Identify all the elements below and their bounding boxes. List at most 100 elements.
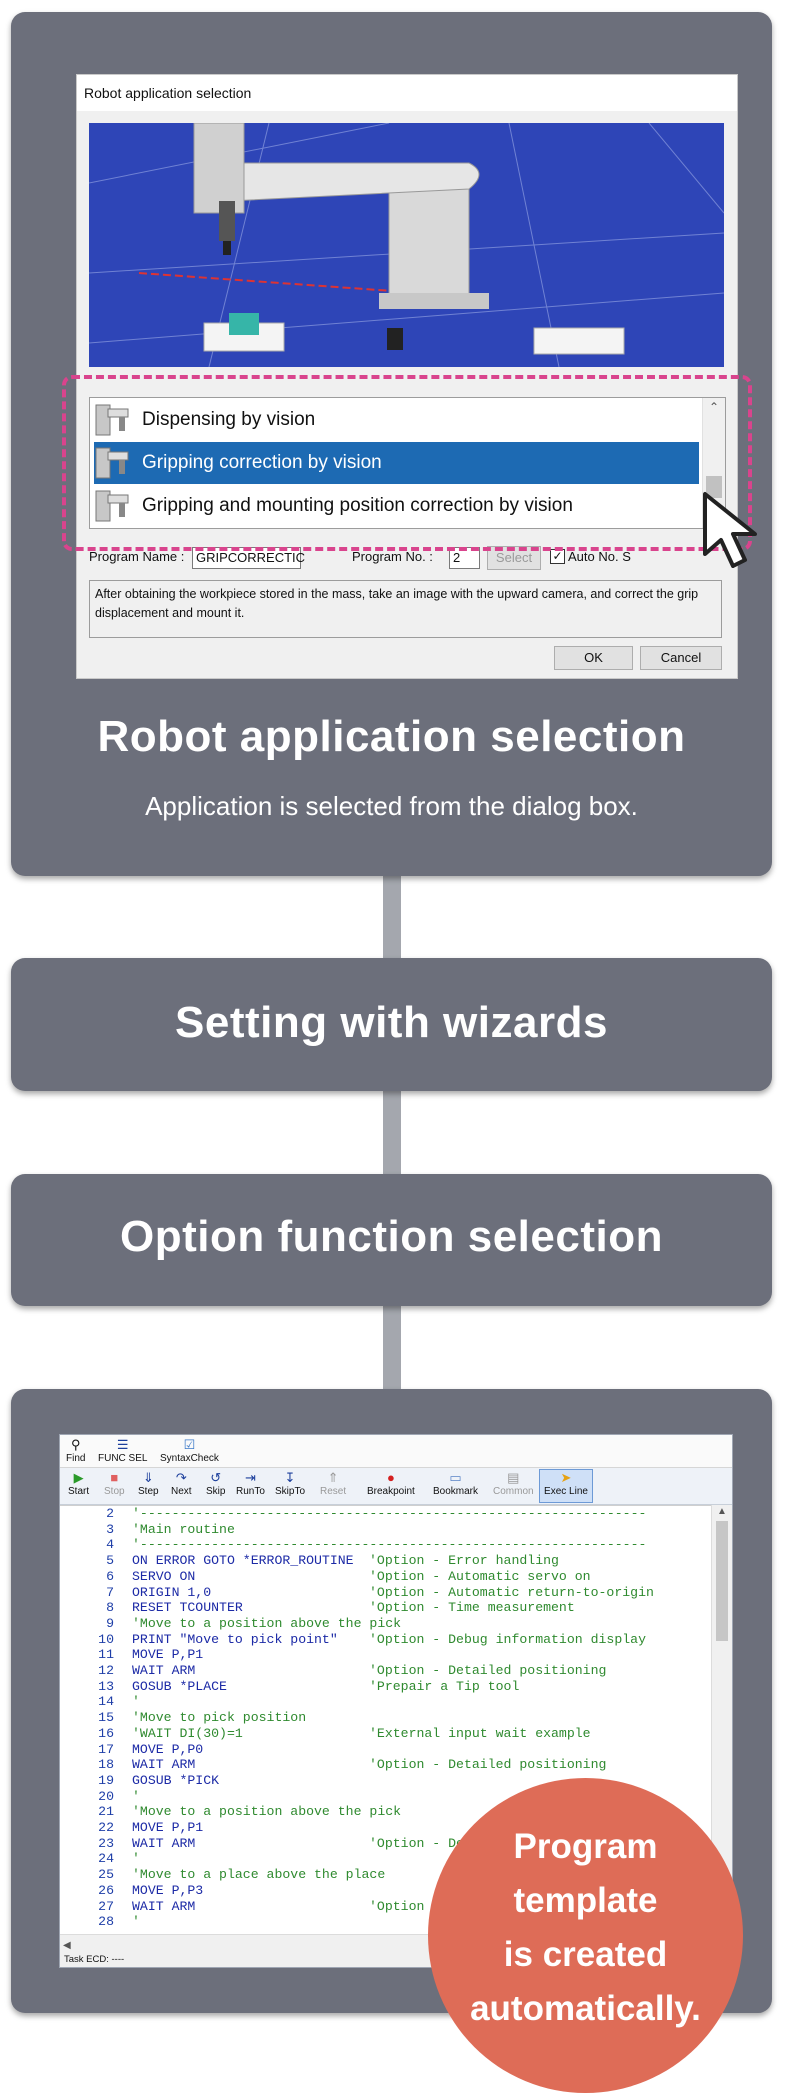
code-line: MOVE P,P1 (132, 1647, 204, 1663)
chevron-up-icon[interactable]: ⌃ (708, 400, 720, 414)
stop-icon: ■ (110, 1470, 119, 1485)
auto-no-label: Auto No. S (568, 549, 631, 564)
line-number: 22 (98, 1820, 114, 1835)
reset-icon: ⇑ (327, 1470, 339, 1485)
code-line: RESET TCOUNTER (132, 1600, 243, 1616)
line-number: 4 (106, 1537, 114, 1553)
breakpoint-icon: ● (386, 1470, 395, 1485)
code-line: MOVE P,P0 (132, 1741, 204, 1757)
line-number: 8 (106, 1600, 114, 1616)
code-line: ' (132, 1694, 140, 1710)
program-name-label: Program Name : (89, 549, 185, 564)
syntax-check-button[interactable]: ☑ SyntaxCheck (160, 1437, 219, 1464)
robot-icon (94, 487, 132, 525)
chevron-up-icon[interactable]: ▲ (717, 1506, 727, 1517)
cancel-button[interactable]: Cancel (640, 646, 722, 670)
code-line: '---------------------------------------… (132, 1537, 647, 1553)
editor-top-toolbar: ⚲ Find ☰ FUNC SEL ☑ SyntaxCheck (60, 1435, 732, 1468)
editor-vertical-scrollbar[interactable]: ▲ (711, 1505, 732, 1933)
line-number: 14 (98, 1694, 114, 1710)
document-icon: ▤ (507, 1470, 520, 1485)
code-comment: 'Option - Detailed positioning (369, 1663, 607, 1678)
stop-button[interactable]: ■Stop (104, 1470, 125, 1497)
program-editor-window: ⚲ Find ☰ FUNC SEL ☑ SyntaxCheck ▶Start ■… (59, 1434, 733, 1968)
arrow-right-icon: ➤ (560, 1470, 572, 1485)
step-button[interactable]: ⇓Step (138, 1470, 159, 1497)
code-line: SERVO ON (132, 1568, 196, 1584)
step-card-program-template: ⚲ Find ☰ FUNC SEL ☑ SyntaxCheck ▶Start ■… (11, 1389, 772, 2013)
code-comment: 'Option - Automatic return-to-origin (369, 1584, 654, 1600)
step-card-wizards: Setting with wizards (11, 958, 772, 1091)
scrollbar-thumb[interactable] (706, 476, 722, 498)
chevron-left-icon[interactable]: ◀ (63, 1940, 71, 1951)
find-button[interactable]: ⚲ Find (66, 1437, 86, 1464)
runto-button[interactable]: ⇥RunTo (236, 1470, 265, 1497)
code-editor[interactable]: 2 '--------------------------------------… (60, 1505, 712, 1934)
list-item-label: Dispensing by vision (142, 409, 316, 430)
code-line: 'WAIT DI(30)=1 (132, 1725, 243, 1741)
ok-button[interactable]: OK (554, 646, 633, 670)
line-number: 17 (98, 1741, 114, 1757)
dialog-title: Robot application selection (77, 75, 737, 111)
application-description: After obtaining the workpiece stored in … (89, 580, 722, 638)
code-line: GOSUB *PICK (132, 1772, 220, 1788)
code-comment: 'Option - Time measurement (369, 1600, 575, 1616)
code-line: '---------------------------------------… (132, 1506, 647, 1521)
skip-button[interactable]: ↺Skip (206, 1470, 226, 1497)
list-item[interactable]: Gripping and mounting position correctio… (94, 485, 699, 527)
bubble-line: is created (503, 1935, 668, 1974)
application-listbox[interactable]: Dispensing by vision Gripping correction… (89, 397, 726, 529)
line-number: 3 (106, 1521, 114, 1537)
code-line: MOVE P,P1 (132, 1820, 204, 1835)
list-item-selected[interactable]: Gripping correction by vision (94, 442, 699, 484)
bookmark-button[interactable]: ▭Bookmark (433, 1470, 479, 1497)
next-button[interactable]: ↷Next (171, 1470, 192, 1497)
step-card-application-selection: Robot application selection (11, 12, 772, 876)
scrollbar-thumb[interactable] (716, 1521, 728, 1641)
start-button[interactable]: ▶Start (68, 1470, 90, 1497)
line-number: 18 (98, 1757, 114, 1773)
skip-icon: ↺ (210, 1470, 222, 1485)
func-sel-button[interactable]: ☰ FUNC SEL (98, 1437, 148, 1464)
code-line: WAIT ARM (132, 1898, 196, 1914)
flow-connector-1 (383, 874, 401, 959)
editor-run-toolbar: ▶Start ■Stop ⇓Step ↷Next ↺Skip ⇥RunTo ↧S… (60, 1468, 732, 1505)
line-number: 16 (98, 1725, 114, 1741)
line-number: 2 (106, 1506, 114, 1521)
code-comment: 'Option - Debug information display (369, 1631, 646, 1647)
line-number: 24 (98, 1851, 114, 1867)
flow-connector-3 (383, 1305, 401, 1390)
skipto-button[interactable]: ↧SkipTo (275, 1470, 306, 1497)
program-no-label: Program No. : (352, 549, 433, 564)
common-button[interactable]: ▤Common (493, 1470, 534, 1497)
line-number: 10 (98, 1631, 114, 1647)
check-icon: ☑ (183, 1437, 196, 1452)
code-line: MOVE P,P3 (132, 1882, 204, 1898)
code-line: 'Move to a position above the pick (132, 1804, 402, 1820)
code-line: 'Main routine (132, 1521, 235, 1537)
step-icon: ⇓ (142, 1470, 154, 1485)
code-line: ' (132, 1914, 140, 1930)
code-line: 'Move to a position above the pick (132, 1615, 402, 1631)
code-line: PRINT "Move to pick point" (132, 1631, 338, 1647)
editor-status-text: Task ECD: ---- (64, 1954, 125, 1965)
robot-icon (94, 401, 132, 439)
line-number: 7 (106, 1584, 114, 1600)
exec-line-button[interactable]: ➤Exec Line (539, 1469, 593, 1503)
function-tree-icon: ☰ (116, 1437, 129, 1452)
code-line: WAIT ARM (132, 1835, 196, 1851)
robot-3d-viewport[interactable] (89, 123, 724, 367)
bookmark-icon: ▭ (449, 1470, 462, 1485)
reset-button[interactable]: ⇑Reset (320, 1470, 347, 1497)
scara-robot-illustration (89, 123, 724, 367)
auto-no-checkbox[interactable]: ✓ (550, 549, 565, 564)
code-comment: 'External input wait example (369, 1725, 591, 1741)
code-line: 'Move to a place above the place (132, 1867, 386, 1883)
line-number: 23 (98, 1835, 114, 1851)
list-item[interactable]: Dispensing by vision (94, 399, 699, 441)
flow-connector-2 (383, 1090, 401, 1175)
line-number: 13 (98, 1678, 114, 1694)
breakpoint-button[interactable]: ●Breakpoint (367, 1470, 415, 1497)
program-no-field[interactable]: 2 (449, 547, 480, 569)
play-icon: ▶ (73, 1470, 84, 1485)
